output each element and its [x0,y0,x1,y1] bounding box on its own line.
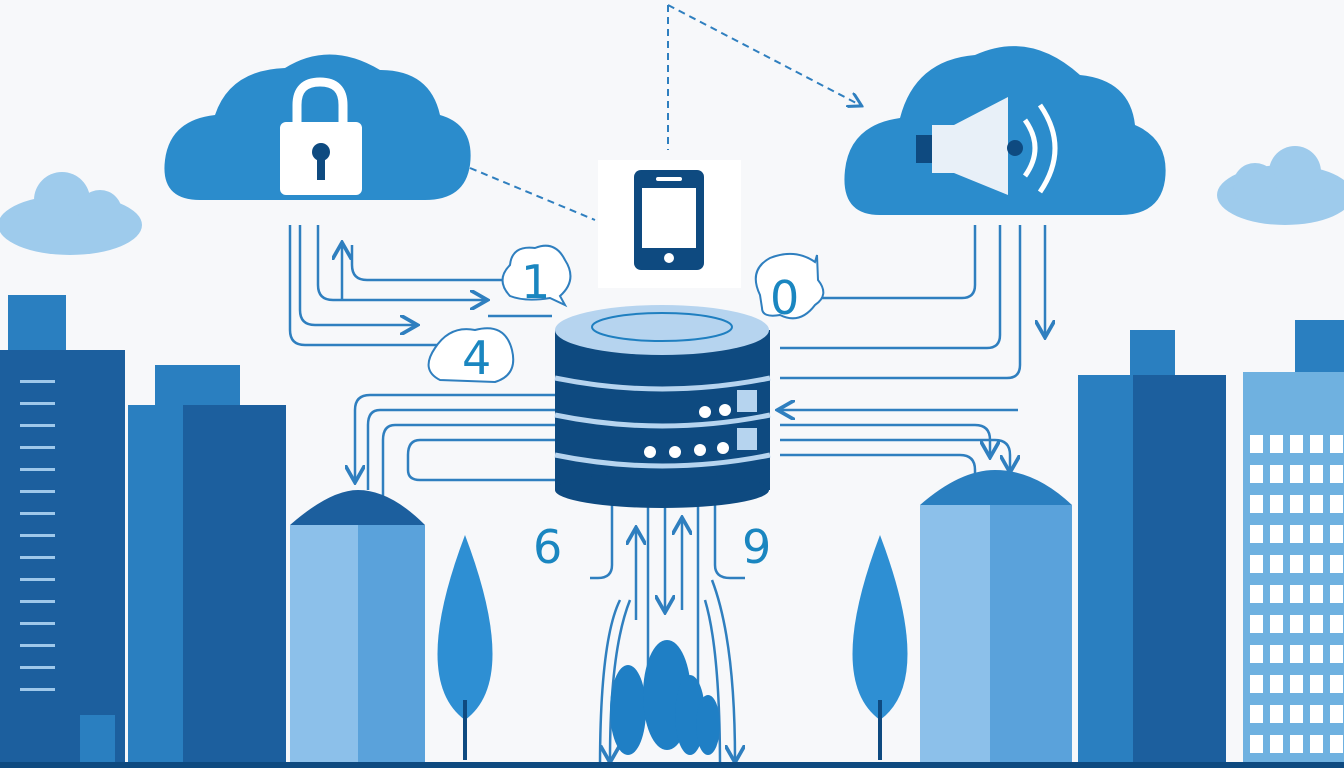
window [1250,675,1263,693]
speaker-icon [916,97,1058,195]
window [1250,615,1263,633]
window [20,578,55,581]
window [1290,645,1303,663]
window [1330,525,1343,543]
window [1290,465,1303,483]
bubble-1: 1 [501,244,572,309]
window [1330,735,1343,753]
bubble-4: 4 [427,327,515,385]
tree [852,535,908,760]
window [1310,585,1323,603]
window [1330,645,1343,663]
smartphone-icon [634,170,704,270]
window [1250,645,1263,663]
window [1270,645,1283,663]
window [20,490,55,493]
window [1330,675,1343,693]
window [20,380,55,383]
tree-cluster [610,640,720,755]
bubble-0: 0 [754,252,825,325]
window [1250,705,1263,723]
window [1250,585,1263,603]
window [20,512,55,515]
window [1270,555,1283,573]
window [1270,735,1283,753]
window [1250,465,1263,483]
window [1250,495,1263,513]
window [1330,435,1343,453]
window [1330,615,1343,633]
label-one: 1 [521,255,550,309]
building-left-mid [128,365,286,768]
window [1310,465,1323,483]
label-nine: 9 [742,520,771,574]
window [1310,675,1323,693]
window [20,556,55,559]
window [20,534,55,537]
window [1330,495,1343,513]
window [1310,705,1323,723]
window [1290,435,1303,453]
window [1310,735,1323,753]
ground [0,762,1344,768]
window [1310,645,1323,663]
building-right-tall [1078,330,1226,768]
window [1310,495,1323,513]
window [1330,555,1343,573]
window [1310,615,1323,633]
window [1270,435,1283,453]
window [20,424,55,427]
window [20,622,55,625]
small-cloud-left [0,172,142,255]
window [1310,555,1323,573]
window [1250,735,1263,753]
window [1310,525,1323,543]
window [1330,705,1343,723]
speaker-cloud [844,46,1166,215]
window [20,402,55,405]
window [20,600,55,603]
building-left-tall [0,295,125,768]
window [1270,525,1283,543]
window [1290,585,1303,603]
label-six: 6 [533,520,562,574]
window [20,688,55,691]
window [1270,675,1283,693]
window [1270,705,1283,723]
window [20,666,55,669]
window [1290,495,1303,513]
lock-cloud [164,54,471,200]
window [1290,705,1303,723]
tree [437,535,493,760]
building-right-edge [1243,320,1344,768]
window [1270,495,1283,513]
window [1290,555,1303,573]
label-four: 4 [462,331,491,385]
building-left-dome [290,490,425,768]
window [20,644,55,647]
dashed-link [667,4,860,105]
window [20,446,55,449]
window [20,468,55,471]
window [1250,555,1263,573]
database-server-icon [554,305,771,508]
lock-icon [280,77,362,195]
window [1290,525,1303,543]
window [1250,435,1263,453]
small-cloud-right [1217,146,1344,225]
window [1290,735,1303,753]
window [1270,585,1283,603]
window [1250,525,1263,543]
window [1290,675,1303,693]
window [1270,465,1283,483]
window [1270,615,1283,633]
dashed-link [469,167,596,221]
window [1330,465,1343,483]
window [1310,435,1323,453]
window [1330,585,1343,603]
building-right-dome [920,470,1072,768]
label-zero: 0 [770,271,799,325]
window [1290,615,1303,633]
